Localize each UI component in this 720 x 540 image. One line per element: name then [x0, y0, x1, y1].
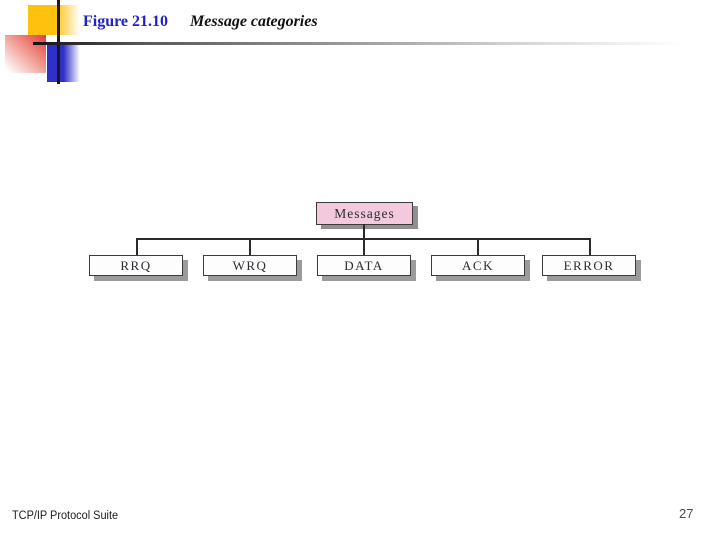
connector-stub-ack: [477, 240, 479, 255]
tree-node-rrq: RRQ: [89, 255, 183, 276]
footer-text: TCP/IP Protocol Suite: [12, 510, 119, 522]
decor-yellow-square: [28, 5, 80, 35]
tree-root-messages: Messages: [316, 202, 413, 225]
page-number: 27: [679, 506, 694, 521]
connector-stub-error: [589, 240, 591, 255]
tree-node-wrq: WRQ: [203, 255, 297, 276]
decor-blue-square: [47, 44, 80, 82]
title-underline-rule: [33, 42, 720, 45]
tree-node-data: DATA: [317, 255, 411, 276]
decor-red-square: [5, 35, 46, 73]
tree-node-error: ERROR: [542, 255, 636, 276]
connector-root-stub: [363, 224, 365, 239]
connector-horizontal-line: [136, 238, 591, 240]
tree-node-ack: ACK: [431, 255, 525, 276]
figure-label: Figure 21.10: [83, 13, 169, 30]
connector-stub-data: [363, 240, 365, 255]
connector-stub-wrq: [249, 240, 251, 255]
figure-caption: Message categories: [190, 13, 318, 30]
slide-title: Figure 21.10 Message categories: [83, 13, 318, 31]
connector-stub-rrq: [136, 240, 138, 255]
